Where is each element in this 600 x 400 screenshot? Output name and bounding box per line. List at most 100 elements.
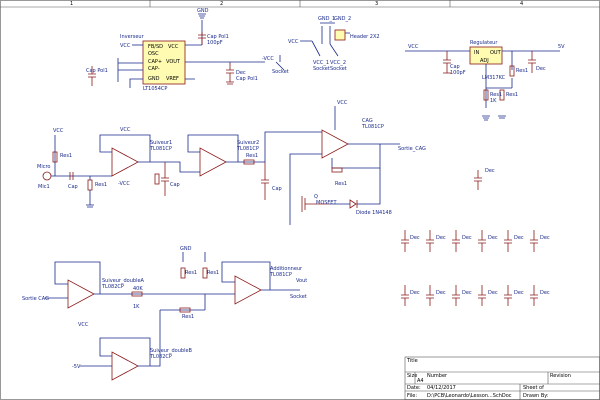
dec2-cap[interactable]: Dec Cap Pol1 bbox=[226, 62, 258, 85]
mosfet-q[interactable]: Q MOSFET bbox=[301, 194, 337, 212]
c2-cap[interactable]: Cap bbox=[68, 172, 78, 190]
svg-text:Suiveur_doubleA: Suiveur_doubleA bbox=[102, 278, 145, 284]
svg-text:100pF: 100pF bbox=[207, 40, 223, 46]
r14-r15-resistors[interactable]: Res1 Res1 bbox=[180, 267, 219, 279]
inverter-pin-vref: VREF bbox=[166, 76, 179, 82]
svg-text:Suiveur_doubleB: Suiveur_doubleB bbox=[150, 348, 193, 354]
svg-text:40K: 40K bbox=[133, 286, 143, 292]
border-col-1: 1 bbox=[70, 1, 73, 7]
regulator-adj: ADJ bbox=[480, 58, 489, 64]
file-label: File: bbox=[407, 393, 417, 399]
svg-text:VCC: VCC bbox=[120, 127, 131, 133]
svg-text:Cap: Cap bbox=[450, 64, 460, 70]
svg-text:-VCC: -VCC bbox=[118, 181, 130, 187]
border-col-4: 4 bbox=[520, 1, 523, 7]
svg-text:-5V: -5V bbox=[72, 364, 81, 370]
svg-text:Dec: Dec bbox=[540, 290, 550, 296]
svg-text:Dec: Dec bbox=[436, 235, 446, 241]
size-value: A4 bbox=[417, 378, 424, 384]
r7-resistor[interactable]: Res1 bbox=[243, 153, 258, 165]
cap-pol3[interactable]: Cap Pol1 100pF bbox=[198, 32, 229, 46]
opamp-cag[interactable]: CAG TL081CP Sortie_CAG VCC bbox=[264, 100, 426, 225]
svg-text:Res1: Res1 bbox=[95, 182, 107, 188]
svg-text:Socket: Socket bbox=[290, 294, 307, 300]
header-socket-2: Socket bbox=[330, 66, 347, 72]
svg-text:VCC: VCC bbox=[78, 322, 89, 328]
revision-label: Revision bbox=[550, 373, 571, 379]
svg-text:Res1: Res1 bbox=[490, 92, 502, 98]
decoupling-bank[interactable]: Dec Dec Dec Dec Dec Dec Dec Dec Dec Dec … bbox=[401, 230, 550, 306]
r9-resistor[interactable]: Res1 bbox=[331, 167, 347, 187]
svg-text:Dec: Dec bbox=[485, 168, 495, 174]
c4-cap[interactable]: Cap bbox=[261, 162, 282, 200]
svg-text:5V: 5V bbox=[558, 44, 565, 50]
inverter-part: LT1054CP bbox=[143, 86, 167, 92]
regulator-part: LM317KC bbox=[482, 75, 506, 81]
header-pin-vcc1: VCC_1 bbox=[313, 60, 329, 66]
svg-text:Dec: Dec bbox=[514, 290, 524, 296]
regulator-name: Regulateur bbox=[470, 40, 498, 46]
svg-text:1K: 1K bbox=[490, 98, 497, 104]
svg-text:GND: GND bbox=[180, 246, 192, 252]
dec15-cap[interactable]: Dec bbox=[474, 168, 495, 190]
svg-text:Cap Pol1: Cap Pol1 bbox=[236, 76, 258, 82]
inverter-ic[interactable]: Inverseur FB/SD OSC CAP+ CAP- GND VCC VO… bbox=[117, 20, 215, 92]
svg-text:1K: 1K bbox=[133, 304, 140, 310]
inverter-gnd-symbol: GND bbox=[197, 8, 209, 19]
cap-coupling-2[interactable]: Cap bbox=[154, 162, 180, 196]
svg-text:CAG: CAG bbox=[362, 118, 373, 124]
header-pin-vcc2: VCC_2 bbox=[330, 60, 346, 66]
regulator-in: IN bbox=[474, 50, 479, 56]
inverter-pin-gnd: GND bbox=[148, 76, 160, 82]
svg-text:Res1: Res1 bbox=[335, 181, 347, 187]
microphone[interactable]: Micro Mic1 VCC Res1 bbox=[37, 128, 100, 190]
opamp-suiveur1[interactable]: Suiveur1 TL081CP VCC -VCC bbox=[99, 127, 172, 187]
inverter-pin-vout: VOUT bbox=[166, 59, 181, 65]
svg-text:Res1: Res1 bbox=[246, 153, 258, 159]
opamp-additionneur[interactable]: Additionneur TL081CP Vout Socket GND bbox=[165, 246, 307, 310]
svg-text:MOSFET: MOSFET bbox=[316, 200, 337, 206]
number-label: Number bbox=[427, 373, 448, 379]
svg-text:TL081CP: TL081CP bbox=[236, 146, 259, 152]
r5-r6-bias[interactable]: Res1 bbox=[86, 176, 107, 208]
opamp-suiveur-doublea[interactable]: Suiveur_doubleA TL082CP Sortie CAG VCC bbox=[22, 261, 165, 328]
inverter-name: Inverseur bbox=[120, 34, 145, 40]
header-socket-1: Socket bbox=[313, 66, 330, 72]
date-value: 04/12/2017 bbox=[427, 385, 456, 391]
svg-text:VCC: VCC bbox=[408, 44, 419, 50]
net-vcc-inverter: VCC bbox=[120, 43, 143, 49]
title-label: Title bbox=[406, 358, 418, 364]
header-pin-gnd1: GND_1 bbox=[318, 16, 335, 22]
file-value: D:\PCB\Leonardo\Lesson...SchDoc bbox=[427, 393, 512, 399]
svg-text:Cap Pol1: Cap Pol1 bbox=[207, 34, 229, 40]
svg-text:Cap: Cap bbox=[272, 186, 282, 192]
svg-text:Q: Q bbox=[314, 194, 318, 200]
header-2x2[interactable]: GND_1 GND_2 VCC_1 VCC_2 Header 2X2 Socke… bbox=[288, 16, 380, 72]
cap-regulator[interactable]: Cap 100pF bbox=[443, 51, 466, 76]
r12-resistor[interactable]: Res1 bbox=[179, 307, 194, 320]
diode-1n4148[interactable]: Diode 1N4148 bbox=[330, 168, 392, 216]
regulator-out: OUT bbox=[490, 50, 502, 56]
regulator-ic[interactable]: Regulateur IN OUT ADJ LM317KC VCC 5V bbox=[405, 40, 565, 108]
svg-text:GND: GND bbox=[197, 8, 209, 14]
svg-text:Cap: Cap bbox=[68, 184, 78, 190]
svg-text:Cap Pol1: Cap Pol1 bbox=[86, 68, 108, 74]
r13-resistor[interactable]: 40K 1K bbox=[131, 286, 143, 310]
opamp-suiveur-doubleb[interactable]: Suiveur_doubleB TL082CP -5V bbox=[72, 309, 205, 381]
opamp-suiveur2[interactable]: Suiveur2 TL081CP bbox=[165, 134, 265, 177]
header-pin-gnd2: GND_2 bbox=[334, 16, 351, 22]
header-name: Header 2X2 bbox=[350, 34, 380, 40]
svg-text:Dec: Dec bbox=[462, 290, 472, 296]
svg-text:Dec: Dec bbox=[236, 70, 246, 76]
inverter-pin-osc: OSC bbox=[148, 51, 159, 57]
c1-cap[interactable]: Cap Pol1 bbox=[86, 66, 108, 86]
dec4-cap[interactable]: Dec bbox=[528, 51, 546, 73]
inverter-pin-vcc: VCC bbox=[168, 44, 179, 50]
svg-text:Suiveur2: Suiveur2 bbox=[237, 140, 259, 146]
r1-r2-r3[interactable]: Res1 1K Res1 Res1 bbox=[482, 65, 528, 121]
svg-text:Res1: Res1 bbox=[60, 153, 72, 159]
socket-mvcc[interactable]: Socket bbox=[272, 55, 289, 75]
svg-text:TL082CP: TL082CP bbox=[149, 354, 172, 360]
svg-text:VCC: VCC bbox=[120, 43, 131, 49]
